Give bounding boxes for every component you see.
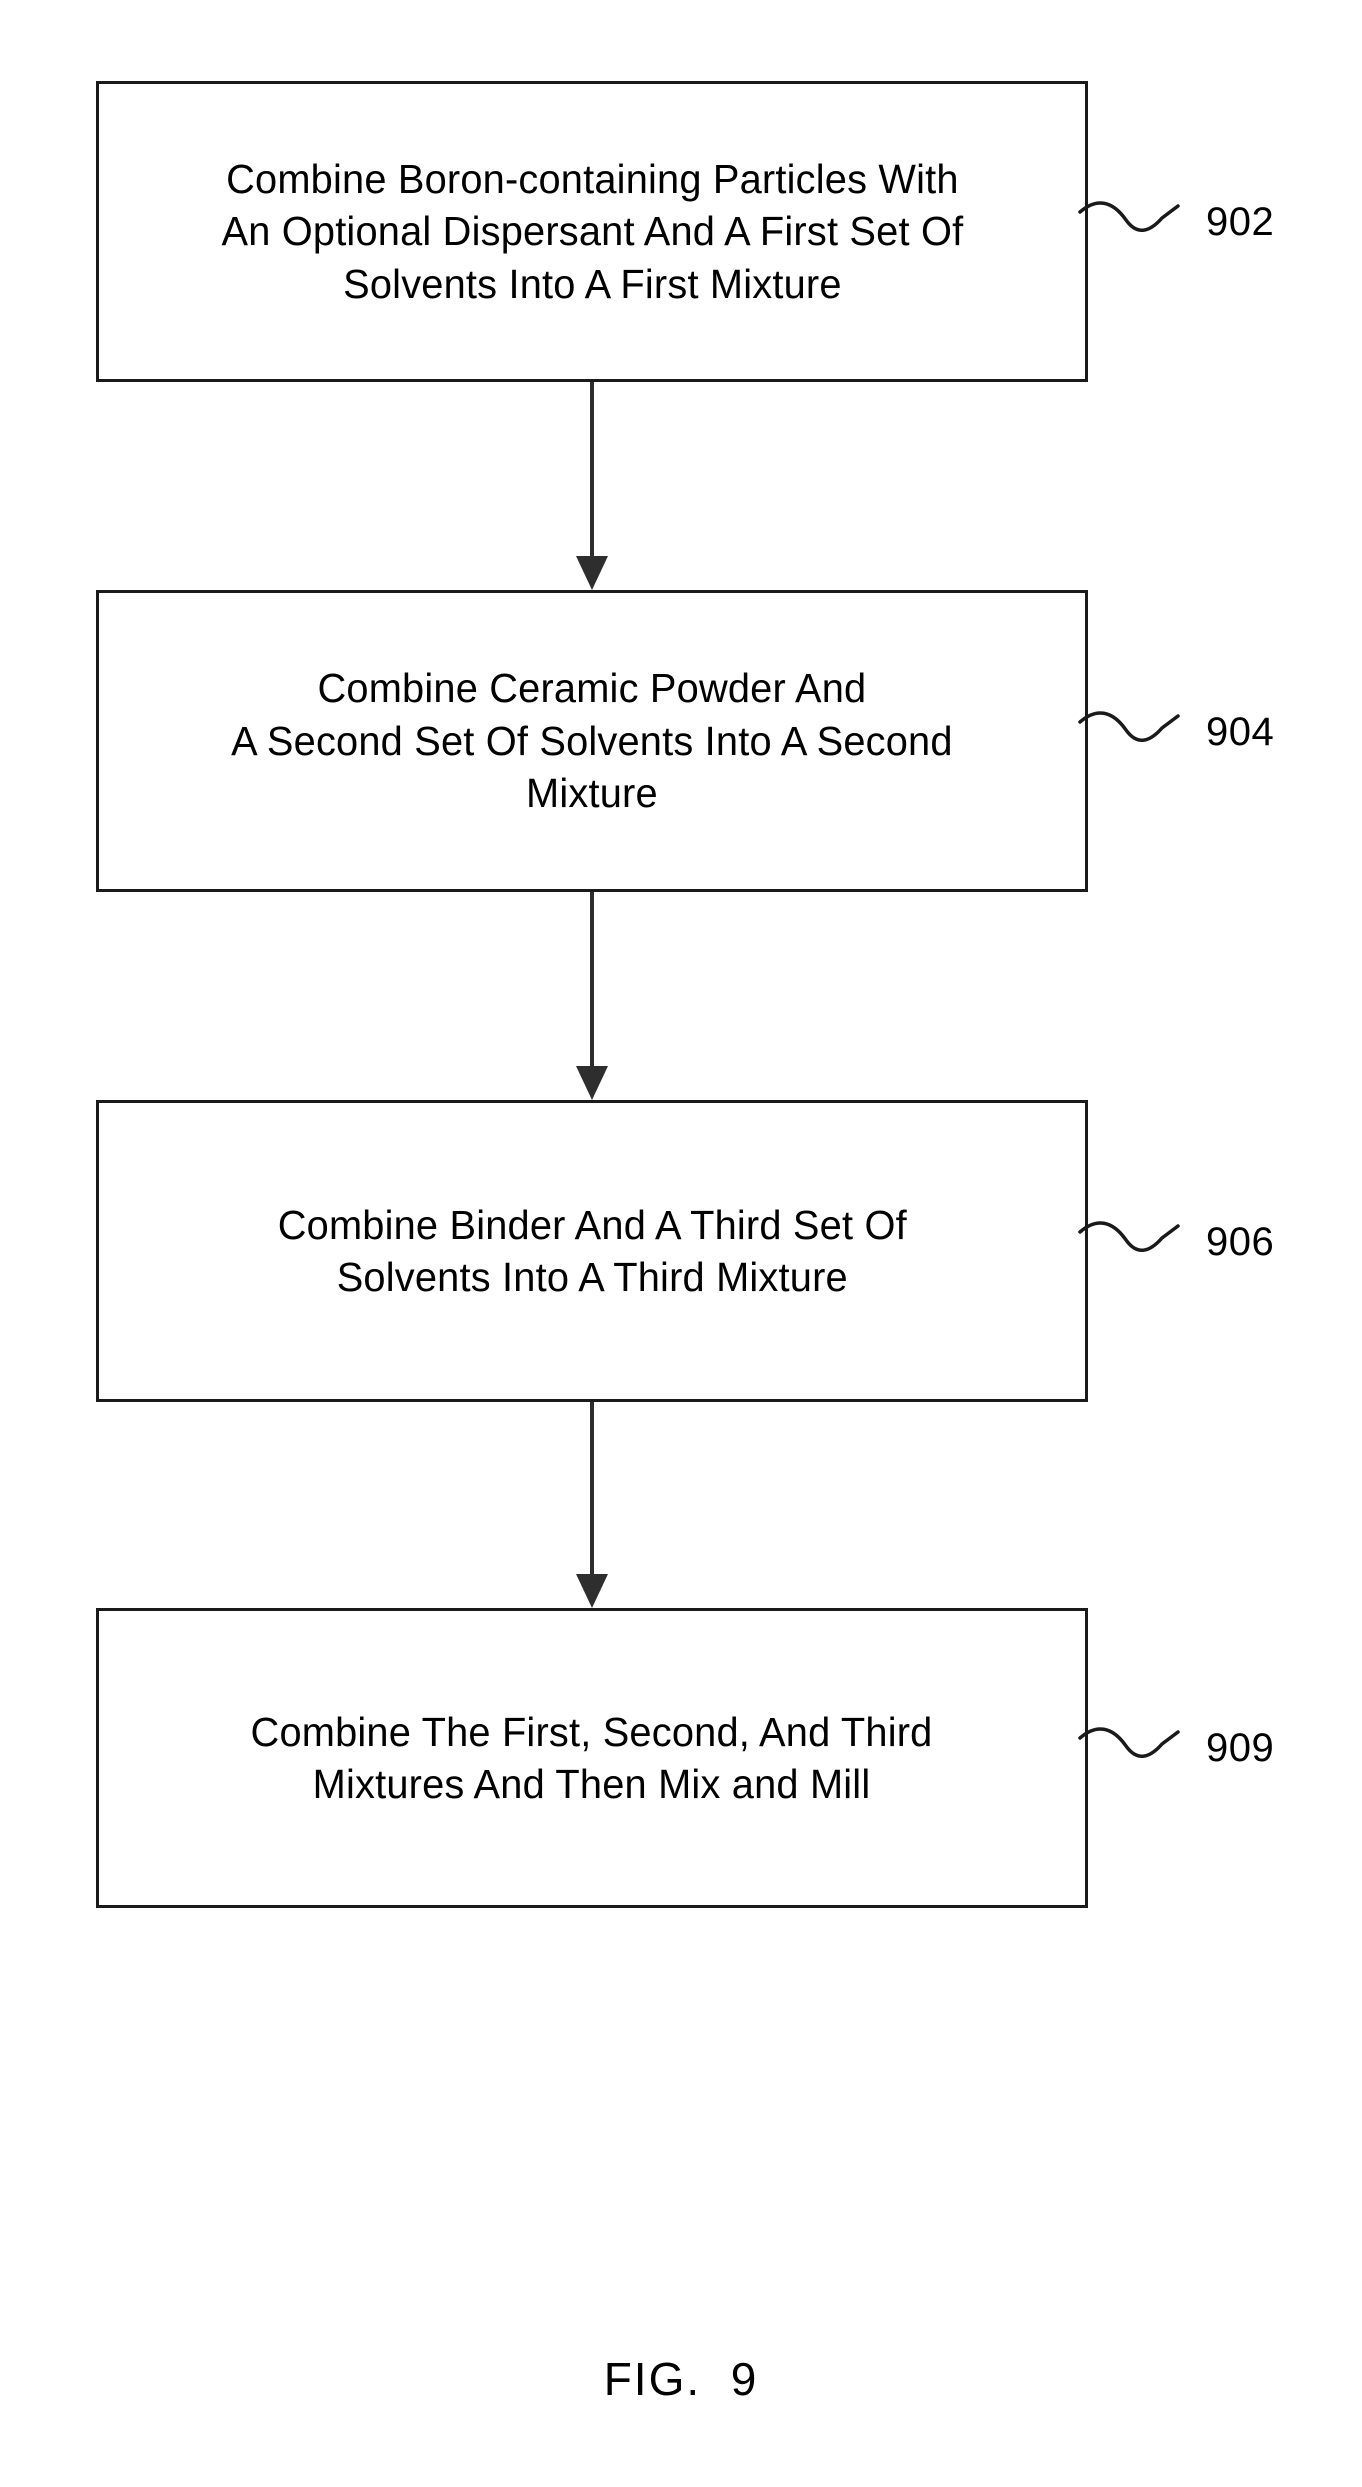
reference-numeral-902: 902 <box>1078 192 1274 252</box>
flow-step-text-909: Combine The First, Second, And Third Mix… <box>251 1708 933 1807</box>
connector-arrow-904-906 <box>576 892 608 1100</box>
reference-numeral-906: 906 <box>1078 1212 1274 1272</box>
flow-step-box-906: Combine Binder And A Third Set Of Solven… <box>96 1100 1088 1402</box>
flow-step-text-902: Combine Boron-containing Particles With … <box>221 155 963 307</box>
flow-step-text-906: Combine Binder And A Third Set Of Solven… <box>277 1201 907 1300</box>
flow-step-box-909: Combine The First, Second, And Third Mix… <box>96 1608 1088 1908</box>
reference-numeral-label-909: 909 <box>1206 1726 1275 1770</box>
flow-step-box-904: Combine Ceramic Powder And A Second Set … <box>96 590 1088 892</box>
reference-numeral-label-906: 906 <box>1206 1220 1275 1264</box>
flow-step-text-904: Combine Ceramic Powder And A Second Set … <box>231 665 953 817</box>
reference-leader-line-906 <box>1078 1221 1180 1252</box>
connector-arrow-906-909 <box>576 1402 608 1608</box>
reference-leader-line-909 <box>1078 1727 1180 1758</box>
figure-caption: FIG. 9 <box>603 2353 759 2405</box>
reference-numeral-909: 909 <box>1078 1718 1274 1778</box>
reference-leader-line-904 <box>1078 711 1180 742</box>
reference-numeral-label-904: 904 <box>1206 710 1275 754</box>
reference-numeral-label-902: 902 <box>1206 200 1275 244</box>
flow-step-box-902: Combine Boron-containing Particles With … <box>96 81 1088 382</box>
reference-leader-line-902 <box>1078 201 1180 232</box>
reference-numeral-904: 904 <box>1078 702 1274 762</box>
connector-arrow-902-904 <box>576 382 608 590</box>
